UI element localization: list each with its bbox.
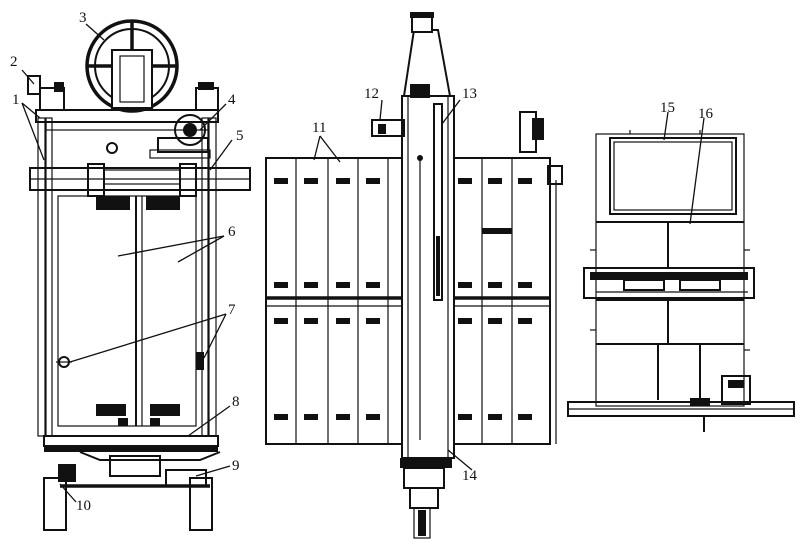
callout-13: 13 bbox=[462, 86, 477, 102]
side-bracket bbox=[371, 119, 405, 137]
side-column-left-inner bbox=[45, 117, 53, 437]
callout-10: 10 bbox=[76, 498, 91, 514]
electrode-plates bbox=[57, 195, 197, 427]
plan-view bbox=[567, 130, 795, 432]
top-cap-left bbox=[27, 75, 41, 95]
drive-motor bbox=[106, 114, 211, 159]
callout-6: 6 bbox=[228, 224, 236, 240]
plan-frame bbox=[595, 133, 745, 407]
top-cap-bolt-left bbox=[54, 82, 64, 92]
top-crossbeam-lower bbox=[45, 121, 209, 131]
coupling-band bbox=[583, 267, 755, 299]
top-cap-block-left bbox=[39, 87, 65, 111]
central-column bbox=[401, 12, 455, 459]
callout-1: 1 bbox=[12, 92, 20, 108]
front-elevation-view bbox=[27, 19, 251, 531]
support-leg-right bbox=[189, 477, 213, 531]
callout-labels: 3 2 1 4 5 6 7 8 9 10 11 12 13 14 15 16 bbox=[10, 10, 714, 514]
support-leg-left bbox=[43, 477, 67, 531]
frame-ticks bbox=[590, 130, 750, 351]
callout-11: 11 bbox=[312, 120, 326, 136]
column-base bbox=[400, 458, 452, 539]
side-column-right-inner bbox=[201, 117, 209, 437]
leader-lines bbox=[21, 23, 705, 503]
callout-9: 9 bbox=[232, 458, 240, 474]
upper-chamber bbox=[609, 137, 737, 215]
callout-2: 2 bbox=[10, 54, 18, 70]
callout-3: 3 bbox=[79, 10, 87, 26]
guide-rod bbox=[433, 103, 443, 301]
top-cap-bolt-right bbox=[198, 82, 214, 90]
side-elevation-view bbox=[265, 12, 563, 539]
base-tray bbox=[43, 435, 219, 447]
callout-12: 12 bbox=[364, 86, 379, 102]
pivot-right bbox=[196, 352, 204, 370]
callout-16: 16 bbox=[698, 106, 714, 122]
beam-carriage bbox=[103, 169, 181, 185]
callout-7: 7 bbox=[228, 302, 236, 318]
drive-pulley bbox=[109, 455, 161, 477]
callout-4: 4 bbox=[228, 92, 236, 108]
top-cap-block-right bbox=[195, 87, 219, 111]
callout-14: 14 bbox=[462, 468, 478, 484]
compartments bbox=[596, 221, 744, 400]
hoist-wheel bbox=[85, 19, 179, 113]
plan-base-platform bbox=[567, 375, 795, 432]
callout-8: 8 bbox=[232, 394, 240, 410]
callout-5: 5 bbox=[236, 128, 244, 144]
callout-15: 15 bbox=[660, 100, 675, 116]
side-linkage bbox=[519, 111, 563, 444]
side-column-left-outer bbox=[37, 117, 46, 437]
